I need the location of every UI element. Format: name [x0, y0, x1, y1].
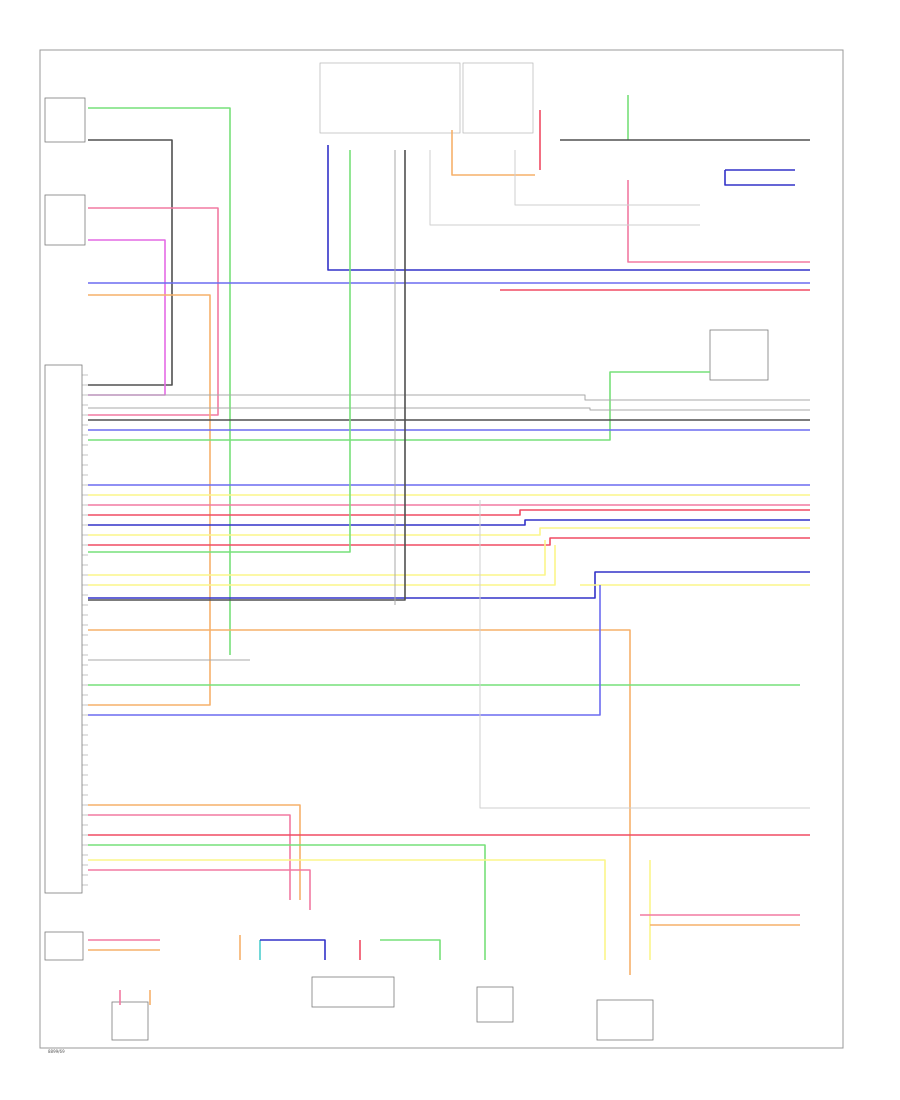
wires: [88, 95, 810, 1005]
bottom-joint-connector-box: [311, 976, 395, 1008]
wire-orange-9: [451, 130, 535, 176]
diagram-frame: [39, 49, 844, 1049]
wire-red-28: [88, 537, 810, 546]
wire-green-41: [88, 844, 486, 960]
module-pins: [82, 374, 88, 886]
wire-dark_blue-26: [88, 519, 810, 526]
wire-green-0: [88, 107, 231, 655]
bottom-right-connector-box: [596, 999, 654, 1041]
wire-orange-38: [88, 804, 301, 900]
left-components: [44, 97, 149, 1041]
wire-dark_blue-14: [724, 170, 795, 186]
wire-yellow-30: [88, 540, 546, 576]
wire-dark_blue-51: [260, 939, 326, 960]
wire-gray-18: [88, 394, 810, 401]
control-module-box: [44, 364, 83, 894]
wire-dark-57: [88, 150, 406, 601]
wire-pink-43: [88, 869, 311, 910]
wire-yellow-31: [88, 545, 556, 586]
wire-green-17: [88, 371, 710, 441]
right-switch-box: [709, 329, 769, 381]
top-relay-block: [319, 62, 534, 134]
wire-orange-34: [88, 629, 631, 975]
bottom-left-connector-box: [44, 931, 84, 961]
wire-orange-5: [88, 294, 211, 706]
wire-pink-8: [627, 180, 810, 263]
footer-code: 8899/69: [48, 1049, 65, 1054]
wire-green-52: [380, 939, 441, 960]
fuse-box: [462, 62, 534, 134]
wire-magenta-3: [88, 239, 166, 396]
wire-yellow-27: [88, 527, 810, 536]
wire-dark_blue-7: [327, 145, 810, 271]
wire-dark-1: [88, 139, 173, 386]
relay-box: [319, 62, 461, 134]
wire-pink-2: [88, 207, 219, 416]
wire-light_gray-16: [514, 150, 700, 206]
wire-light_gray-15: [429, 150, 700, 226]
right-components: [311, 329, 769, 1041]
wire-gray-19: [88, 407, 810, 411]
wire-yellow-42: [88, 859, 606, 960]
wire-light_gray-44: [479, 500, 810, 809]
wire-green-29: [88, 150, 351, 553]
wire-pink-39: [88, 814, 291, 900]
wire-blue-37: [88, 585, 601, 716]
wire-red-25: [88, 509, 810, 516]
front-left-sensor-box: [44, 97, 86, 143]
bottom-switch-box: [476, 986, 514, 1023]
front-right-sensor-box: [44, 194, 86, 246]
bottom-sensor-box-1: [111, 1001, 149, 1041]
